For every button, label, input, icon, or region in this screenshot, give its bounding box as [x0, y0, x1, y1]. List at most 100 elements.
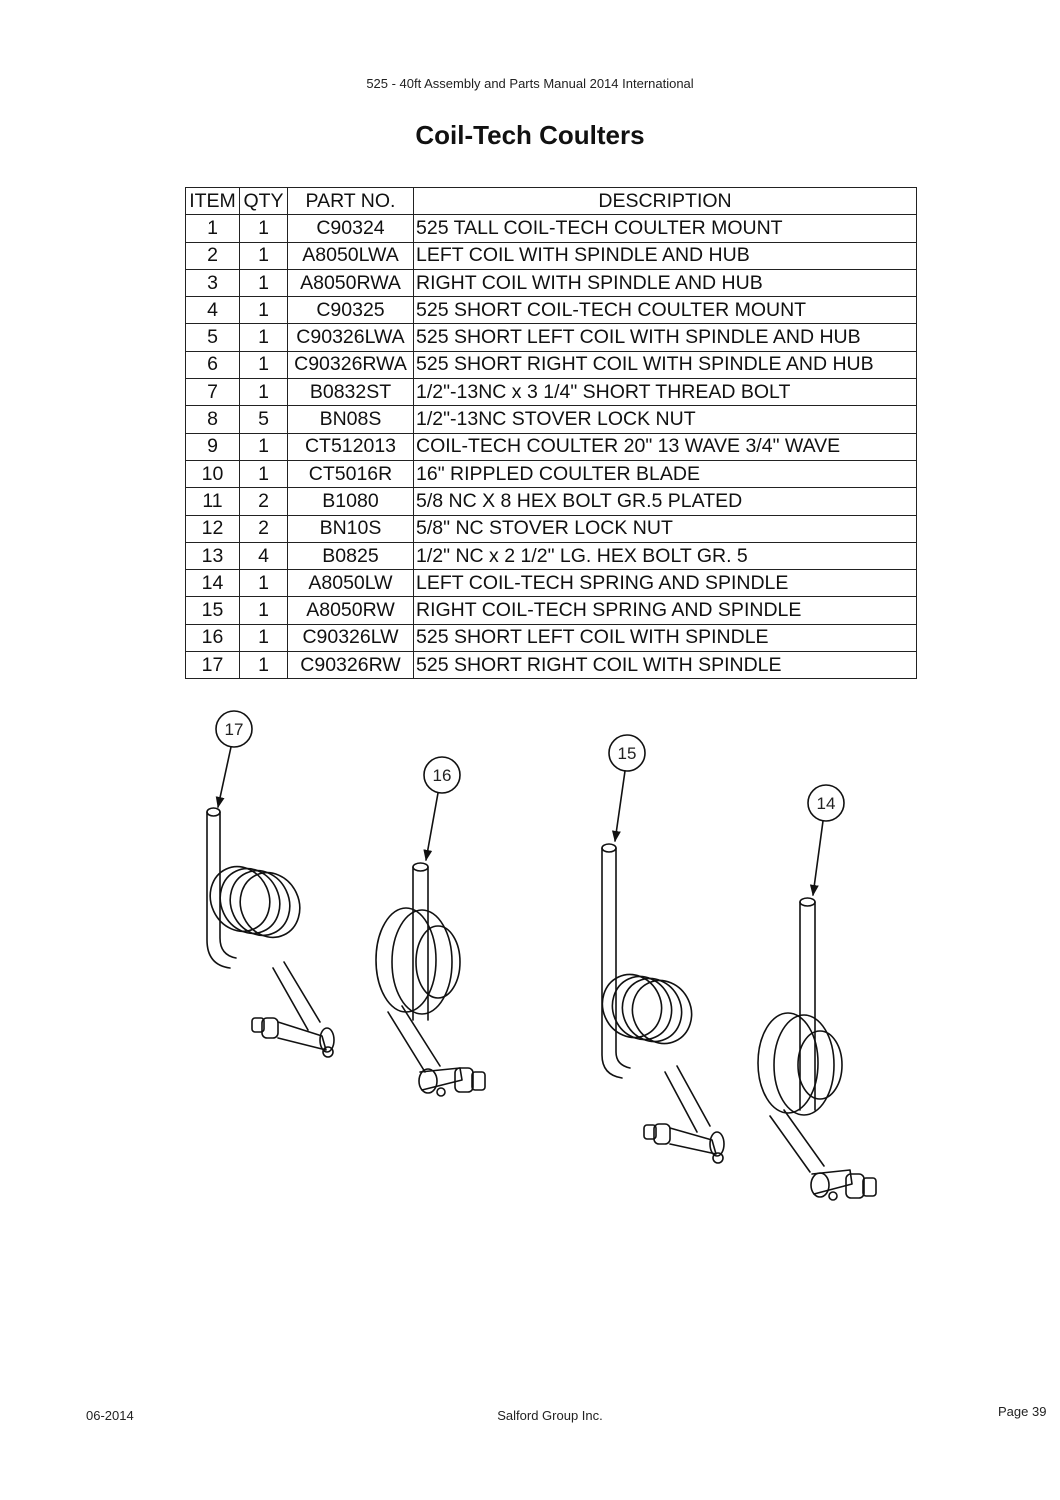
qty-cell: 2 — [239, 487, 288, 516]
header-description: DESCRIPTION — [413, 186, 917, 216]
part-no-cell: C90326LW — [287, 623, 414, 653]
item-cell: 8 — [185, 405, 240, 434]
balloon-14 — [807, 784, 845, 822]
item-cell: 4 — [185, 296, 240, 325]
item-cell: 15 — [185, 596, 240, 625]
description-cell: 525 SHORT RIGHT COIL WITH SPINDLE — [413, 651, 917, 680]
coil-drawing: 17 16 15 14 — [206, 710, 877, 1201]
description-cell: 1/2"-13NC x 3 1/4" SHORT THREAD BOLT — [413, 378, 917, 407]
description-cell: 525 SHORT COIL-TECH COULTER MOUNT — [413, 296, 917, 325]
qty-cell: 1 — [239, 651, 288, 680]
balloon-label-17: 17 — [225, 720, 244, 739]
qty-cell: 1 — [239, 623, 288, 653]
qty-cell: 1 — [239, 459, 288, 489]
part-no-cell: BN08S — [287, 405, 414, 434]
part-no-cell: A8050RWA — [287, 268, 414, 298]
balloon-17 — [215, 710, 253, 748]
page-title: Coil-Tech Coulters — [415, 120, 645, 150]
qty-cell: 1 — [239, 596, 288, 625]
item-cell: 3 — [185, 268, 240, 298]
item-cell: 11 — [185, 487, 240, 516]
qty-cell: 1 — [239, 296, 288, 325]
header-qty: QTY — [239, 186, 288, 216]
coil-part-15 — [601, 843, 725, 1164]
part-no-cell: A8050LWA — [287, 241, 414, 270]
part-no-cell: C90324 — [287, 214, 414, 243]
description-cell: 525 SHORT LEFT COIL WITH SPINDLE AND HUB — [413, 323, 917, 352]
header-item: ITEM — [185, 186, 240, 216]
part-no-cell: B1080 — [287, 487, 414, 516]
description-cell: 1/2"-13NC STOVER LOCK NUT — [413, 405, 917, 434]
qty-cell: 1 — [239, 268, 288, 298]
header-part-no: PART NO. — [287, 186, 414, 216]
qty-cell: 1 — [239, 378, 288, 407]
qty-cell: 1 — [239, 569, 288, 598]
item-cell: 2 — [185, 241, 240, 270]
qty-cell: 1 — [239, 432, 288, 461]
qty-cell: 1 — [239, 350, 288, 380]
coil-part-14 — [757, 897, 877, 1201]
footer-company: Salford Group Inc. — [497, 1408, 603, 1423]
description-cell: RIGHT COIL WITH SPINDLE AND HUB — [413, 268, 917, 298]
item-cell: 10 — [185, 459, 240, 489]
item-cell: 5 — [185, 323, 240, 352]
item-cell: 9 — [185, 432, 240, 461]
description-cell: 5/8" NC STOVER LOCK NUT — [413, 514, 917, 543]
part-no-cell: C90325 — [287, 296, 414, 325]
description-cell: 525 SHORT RIGHT COIL WITH SPINDLE AND HU… — [413, 350, 917, 380]
part-no-cell: B0825 — [287, 541, 414, 571]
qty-cell: 1 — [239, 214, 288, 243]
description-cell: 525 TALL COIL-TECH COULTER MOUNT — [413, 214, 917, 243]
item-cell: 1 — [185, 214, 240, 243]
part-no-cell: C90326RW — [287, 651, 414, 680]
qty-cell: 4 — [239, 541, 288, 571]
qty-cell: 5 — [239, 405, 288, 434]
item-cell: 17 — [185, 651, 240, 680]
table-header-row: ITEM QTY PART NO. DESCRIPTION — [185, 186, 917, 216]
description-cell: 5/8 NC X 8 HEX BOLT GR.5 PLATED — [413, 487, 917, 516]
item-cell: 13 — [185, 541, 240, 571]
coil-part-16 — [375, 862, 486, 1097]
balloon-label-16: 16 — [433, 766, 452, 785]
footer-date: 06-2014 — [86, 1408, 134, 1423]
page-header: 525 - 40ft Assembly and Parts Manual 201… — [366, 76, 694, 91]
item-cell: 7 — [185, 378, 240, 407]
part-no-cell: C90326RWA — [287, 350, 414, 380]
coil-part-17 — [206, 807, 335, 1058]
balloon-16 — [423, 756, 461, 794]
qty-cell: 1 — [239, 241, 288, 270]
balloon-15 — [608, 734, 646, 772]
balloon-label-14: 14 — [817, 794, 836, 813]
description-cell: 16" RIPPLED COULTER BLADE — [413, 459, 917, 489]
part-no-cell: CT5016R — [287, 459, 414, 489]
description-cell: 525 SHORT LEFT COIL WITH SPINDLE — [413, 623, 917, 653]
part-no-cell: BN10S — [287, 514, 414, 543]
part-no-cell: B0832ST — [287, 378, 414, 407]
description-cell: LEFT COIL-TECH SPRING AND SPINDLE — [413, 569, 917, 598]
item-cell: 16 — [185, 623, 240, 653]
balloon-label-15: 15 — [618, 744, 637, 763]
description-cell: LEFT COIL WITH SPINDLE AND HUB — [413, 241, 917, 270]
part-no-cell: C90326LWA — [287, 323, 414, 352]
description-cell: COIL-TECH COULTER 20" 13 WAVE 3/4" WAVE — [413, 432, 917, 461]
qty-cell: 2 — [239, 514, 288, 543]
item-cell: 6 — [185, 350, 240, 380]
